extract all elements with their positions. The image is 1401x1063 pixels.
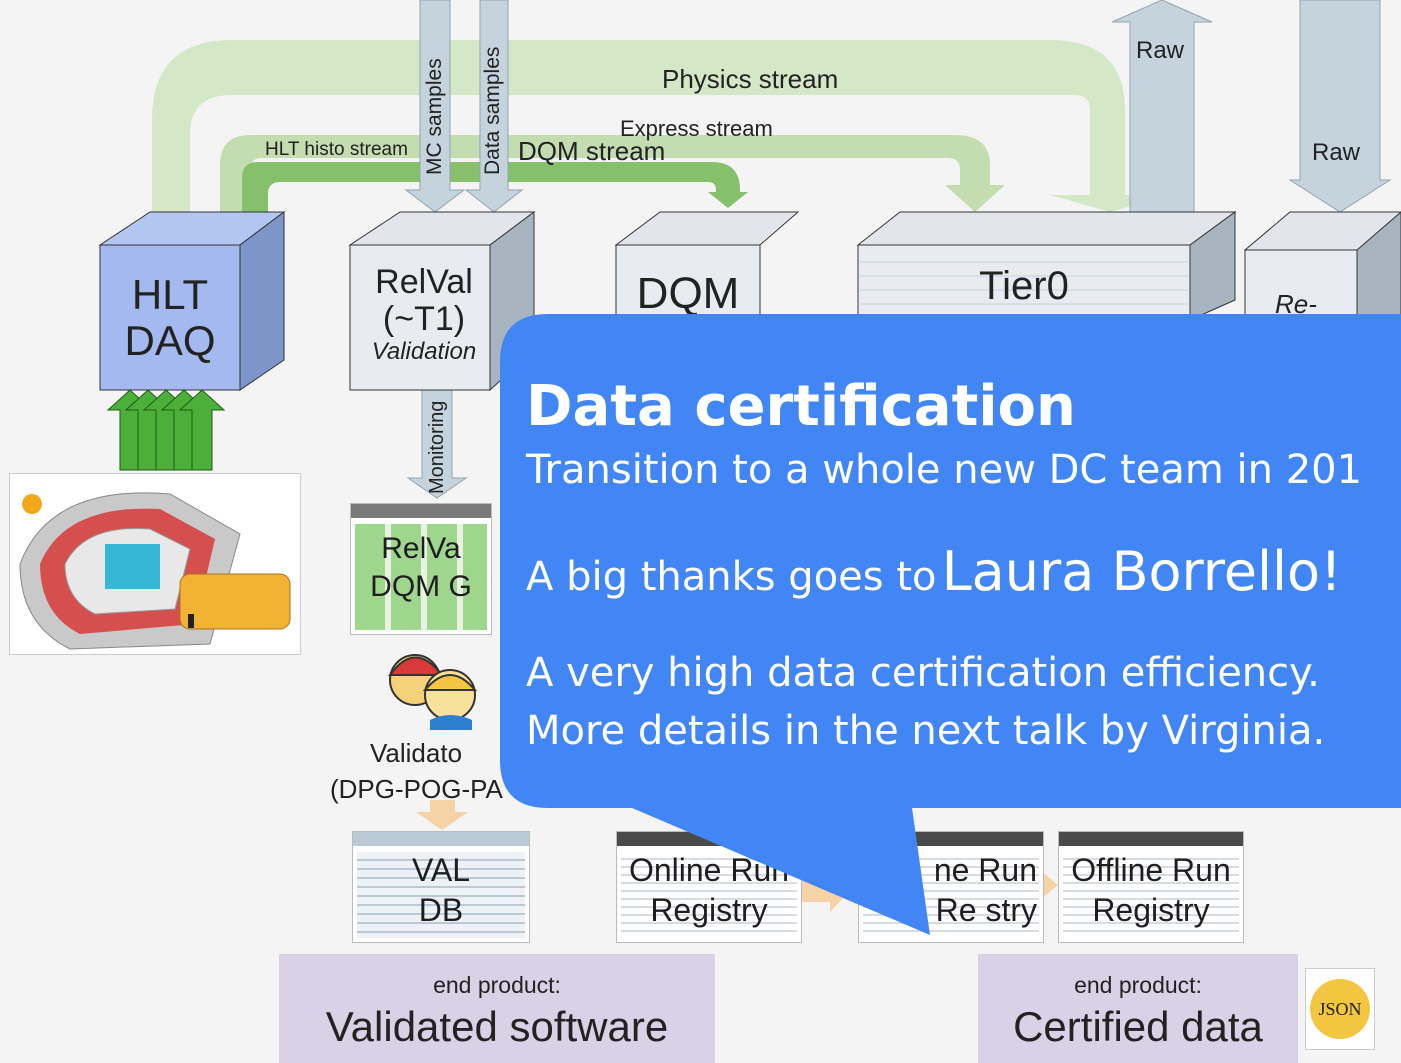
hlt-box [98, 211, 286, 391]
end-product-certified-data: end product: Certified data [978, 954, 1298, 1063]
hlt-histo-stream-label: HLT histo stream [265, 139, 408, 160]
physics-stream-arrow [152, 40, 1170, 245]
end-product-value-right: Certified data [1013, 1003, 1263, 1050]
partial-registry-stry: stry [985, 892, 1037, 928]
registry-arrow-2 [1040, 870, 1058, 900]
end-product-value-left: Validated software [325, 1003, 669, 1050]
json-logo-icon: JSON [1305, 968, 1375, 1050]
detector-illustration [19, 492, 291, 650]
detector-image [9, 473, 301, 655]
callout-thanks-prefix: A big thanks goes to [526, 554, 937, 600]
tier0-box-label: Tier0 [979, 264, 1069, 308]
partial-run-registry-thumb: ne Run Re stry [858, 831, 1044, 943]
express-stream-label: Express stream [620, 116, 773, 141]
partial-registry-line2: Re stry [859, 890, 1037, 930]
raw-down-label: Raw [1312, 139, 1361, 166]
offline-run-registry-thumb: Offline Run Registry [1058, 831, 1244, 943]
relval-t1-label: (~T1) [382, 300, 466, 339]
monitoring-arrow [406, 384, 468, 499]
json-badge-label: JSON [1310, 979, 1370, 1039]
daq-label: DAQ [124, 317, 216, 365]
hlt-box-label: HLT DAQ [100, 271, 240, 365]
online-registry-line2: Registry [650, 892, 768, 928]
dqm-stream-label: DQM stream [518, 136, 666, 166]
callout-line1: Transition to a whole new DC team in 201 [526, 447, 1363, 493]
relval-label: RelVal [375, 263, 473, 301]
val-db-thumb: VAL DB [352, 831, 530, 943]
relval-gui-line2: DQM G [370, 569, 472, 603]
partial-registry-re: Re [935, 892, 977, 928]
validators-icon [388, 654, 478, 730]
relval-box-label: RelVal (~T1) Validation [350, 263, 498, 365]
mc-samples-arrow [404, 0, 466, 213]
raw-up-arrow [1111, 0, 1213, 213]
dqm-box [614, 211, 800, 326]
tier0-box [856, 211, 1237, 321]
express-stream-arrow [220, 135, 1005, 245]
val-db-line1: VAL [411, 852, 471, 888]
data-samples-arrow [464, 0, 524, 213]
offline-registry-line1: Offline Run [1071, 852, 1231, 888]
dqm-box-label: DQM [636, 269, 740, 318]
validators-line1: Validato [370, 738, 463, 768]
relval-dqm-gui: RelVa DQM G [350, 503, 492, 635]
rereco-box [1243, 211, 1401, 321]
detector-input-arrows [106, 389, 226, 471]
end-product-validated-software: end product: Validated software [279, 954, 715, 1063]
physics-stream-label: Physics stream [662, 64, 839, 94]
val-db-line2: DB [418, 892, 464, 928]
callout-thanks: A big thanks goes to Laura Borrello! [526, 540, 1342, 603]
callout-title: Data certification [526, 374, 1076, 439]
raw-up-label: Raw [1136, 37, 1185, 64]
hlt-label: HLT [131, 271, 209, 318]
validators-line2: (DPG-POG-PA [330, 774, 503, 804]
raw-down-arrow [1288, 0, 1392, 213]
validators-arrow [416, 800, 468, 830]
callout-line3: A very high data certification efficienc… [526, 650, 1320, 696]
relval-gui-line1: RelVa [381, 532, 461, 565]
rereco-box-label: Re- [1275, 289, 1317, 319]
dqm-stream-arrow [242, 162, 748, 212]
end-product-label-left: end product: [433, 972, 561, 998]
callout-line4: More details in the next talk by Virgini… [526, 708, 1326, 754]
relval-box [348, 211, 536, 392]
end-product-label-right: end product: [1074, 972, 1202, 998]
validation-label: Validation [371, 337, 477, 365]
offline-registry-line2: Registry [1092, 892, 1210, 928]
partial-registry-line1: ne Run [933, 852, 1037, 888]
callout-thanks-name: Laura Borrello! [941, 540, 1342, 603]
